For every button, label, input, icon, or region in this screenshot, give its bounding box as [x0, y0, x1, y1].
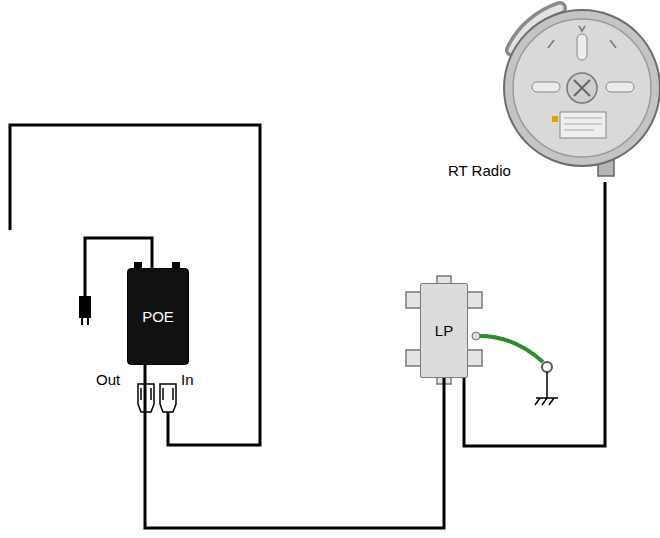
port-label: In — [181, 371, 194, 388]
input-wire — [10, 125, 260, 445]
mounting-tabs — [406, 276, 482, 384]
cable — [464, 182, 605, 446]
radio-illustration — [504, 8, 660, 176]
poe-box: POE — [127, 268, 189, 365]
node-label: RT Radio — [448, 162, 511, 180]
lp-box: LP — [420, 283, 468, 378]
cable — [145, 365, 444, 528]
node-label: LP — [435, 322, 453, 340]
radio-node: RT Radio — [440, 0, 660, 182]
port-label: Out — [96, 371, 120, 388]
node-label: POE — [142, 308, 174, 326]
ground — [472, 332, 558, 405]
